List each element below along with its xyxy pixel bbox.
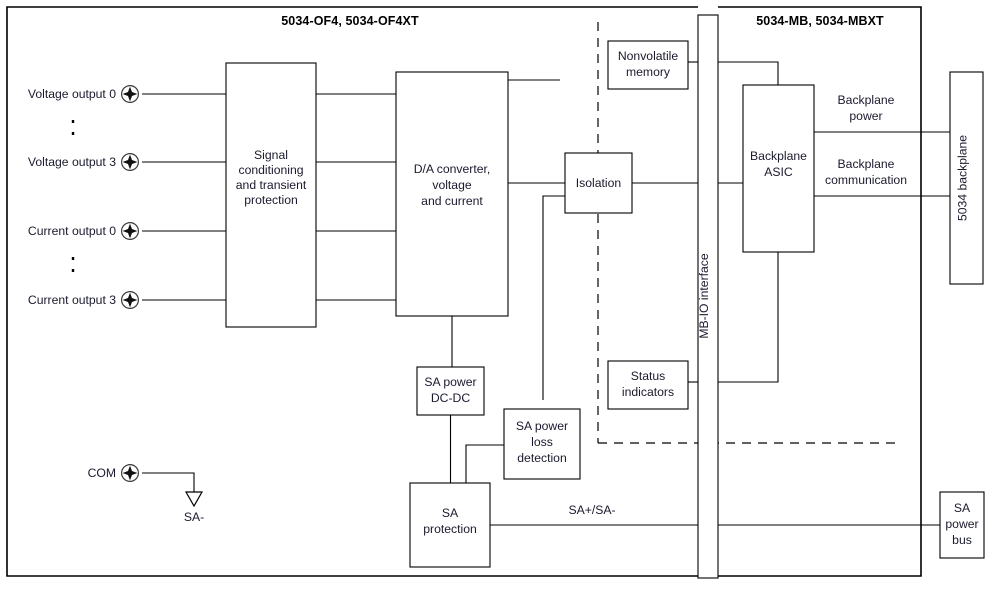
block-mb-io-interface[interactable]: MB-IO interface: [697, 14, 719, 579]
block-backplane-asic-line-1: ASIC: [764, 165, 793, 179]
sa-minus-label: SA-: [184, 510, 204, 524]
sa-minus-ground-symbol: [184, 491, 204, 508]
block-status-indicators[interactable]: Status indicators: [607, 360, 689, 410]
block-backplane-asic[interactable]: Backplane ASIC: [742, 84, 815, 253]
block-signal-conditioning[interactable]: Signal conditioning and transient protec…: [225, 62, 317, 328]
port-label-com: COM: [88, 466, 116, 480]
port-label-current-output-0: Current output 0: [28, 224, 116, 238]
wires-signal-to-dac: [316, 93, 396, 301]
title-right-module: 5034-MB, 5034-MBXT: [756, 14, 884, 28]
block-status-indicators-line-0: Status: [631, 369, 666, 383]
block-sa-power-bus-line-1: power: [945, 517, 978, 531]
terminal-com[interactable]: [120, 464, 139, 483]
block-da-converter-line-2: and current: [421, 194, 483, 208]
wire-dac-to-sa-power-rail: [451, 79, 560, 367]
block-sa-power-loss-line-1: loss: [531, 435, 553, 449]
wire-label-backplane-communication-line-1: communication: [825, 173, 907, 187]
block-sa-power-dcdc[interactable]: SA power DC-DC: [416, 366, 485, 416]
block-nonvolatile-memory[interactable]: Nonvolatile memory: [607, 40, 689, 90]
block-signal-conditioning-line-0: Signal: [254, 148, 288, 162]
block-nonvolatile-memory-line-0: Nonvolatile: [618, 49, 679, 63]
block-isolation[interactable]: Isolation: [564, 152, 633, 214]
wire-label-backplane-communication-line-0: Backplane: [838, 157, 895, 171]
block-signal-conditioning-line-3: protection: [244, 193, 298, 207]
block-sa-power-loss-line-2: detection: [517, 451, 566, 465]
port-wires: [142, 93, 226, 492]
block-sa-power-dcdc-line-0: SA power: [424, 375, 476, 389]
wire-sa-protection-to-loss-detection: [465, 444, 504, 483]
wires-asic-to-backplane: [814, 131, 950, 197]
block-signal-conditioning-line-1: conditioning: [238, 163, 303, 177]
port-label-voltage-output-3: Voltage output 3: [28, 155, 116, 169]
wire-label-backplane-power-line-1: power: [849, 109, 882, 123]
block-signal-conditioning-line-2: and transient: [236, 178, 307, 192]
wire-isolation-to-mbio: [542, 182, 698, 400]
block-sa-power-bus[interactable]: SA power bus: [939, 491, 985, 559]
wires-mbio-to-asic: [718, 61, 950, 526]
block-da-converter-line-1: voltage: [432, 178, 472, 192]
block-mb-io-interface-label: MB-IO interface: [697, 253, 711, 339]
block-sa-protection[interactable]: SA protection: [409, 482, 491, 568]
block-sa-power-loss-detection[interactable]: SA power loss detection: [503, 408, 581, 480]
block-sa-power-loss-line-0: SA power: [516, 419, 568, 433]
port-label-voltage-output-0: Voltage output 0: [28, 87, 116, 101]
block-sa-power-bus-line-2: bus: [952, 533, 972, 547]
terminal-current-output-3[interactable]: [120, 291, 139, 310]
block-sa-protection-line-0: SA: [442, 506, 459, 520]
title-left-module: 5034-OF4, 5034-OF4XT: [281, 14, 419, 28]
block-sa-power-bus-line-0: SA: [954, 501, 971, 515]
isolation-boundary-dashed: [597, 22, 902, 444]
right-module-frame: [718, 6, 922, 577]
wire-label-sa-plus-minus: SA+/SA-: [568, 503, 615, 517]
terminal-voltage-output-0[interactable]: [120, 84, 139, 103]
block-da-converter-line-0: D/A converter,: [414, 162, 491, 176]
block-backplane-asic-line-0: Backplane: [750, 149, 807, 163]
block-5034-backplane[interactable]: 5034 backplane: [949, 71, 984, 285]
block-sa-power-dcdc-line-1: DC-DC: [431, 391, 470, 405]
terminal-voltage-output-3[interactable]: [120, 153, 139, 172]
block-isolation-label: Isolation: [576, 176, 621, 190]
left-module-frame: [6, 6, 698, 577]
block-status-indicators-line-1: indicators: [622, 385, 674, 399]
block-sa-protection-line-1: protection: [423, 522, 477, 536]
terminal-current-output-0[interactable]: [120, 222, 139, 241]
block-nonvolatile-memory-line-1: memory: [626, 65, 671, 79]
block-5034-backplane-label: 5034 backplane: [956, 135, 970, 221]
port-label-current-output-3: Current output 3: [28, 293, 116, 307]
block-da-converter[interactable]: D/A converter, voltage and current: [395, 71, 509, 317]
wire-label-backplane-power-line-0: Backplane: [838, 93, 895, 107]
